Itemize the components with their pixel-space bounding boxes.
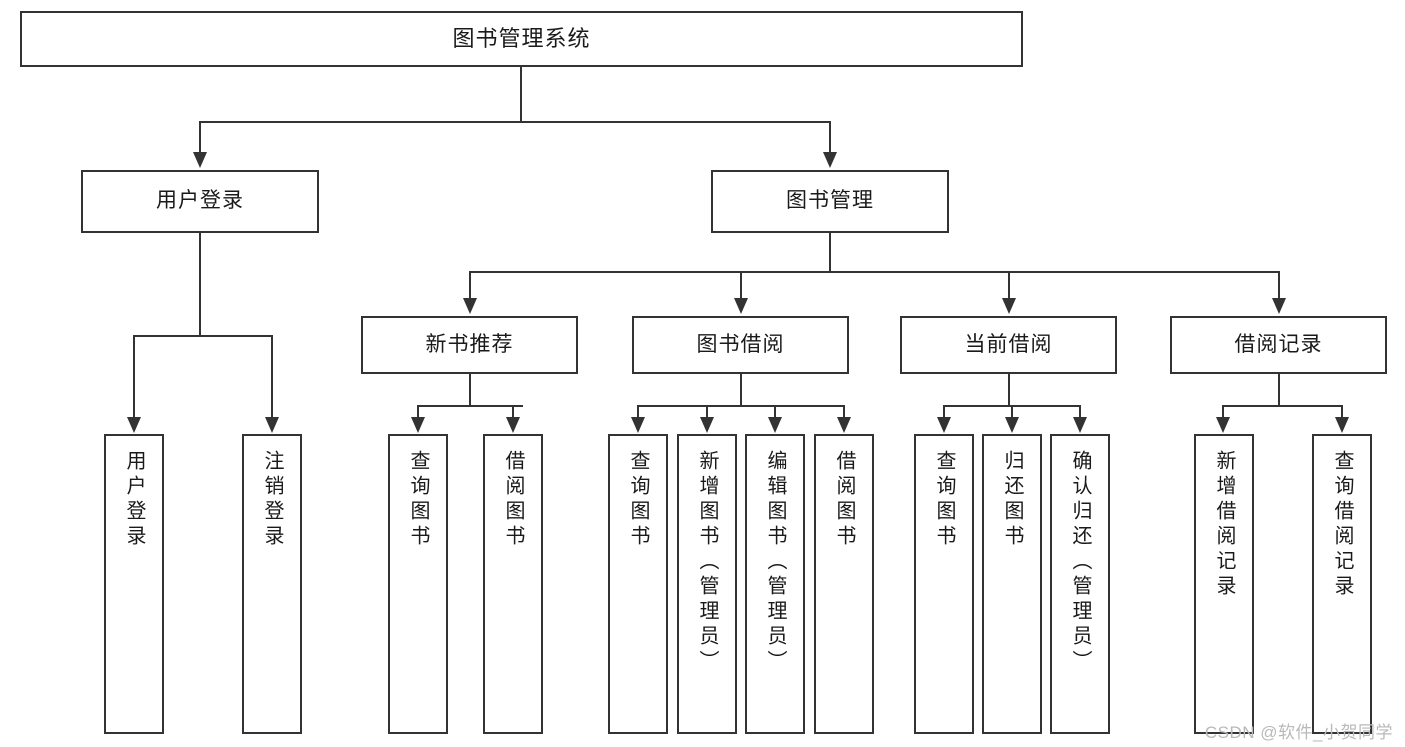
- node-borrow-record[interactable]: 借阅记录: [1170, 316, 1387, 374]
- connector-drop-br-leaf-2: [1341, 405, 1343, 419]
- connector-book-borrow-stem: [740, 374, 742, 406]
- connector-book-manage-stem: [829, 233, 831, 272]
- arrow-icon-cb-leaf-3: [1073, 417, 1087, 433]
- leaf-query-book-borrow[interactable]: 查询图书: [608, 434, 668, 734]
- leaf-query-book-recommend[interactable]: 查询图书: [388, 434, 448, 734]
- leaf-query-borrow-record[interactable]: 查询借阅记录: [1312, 434, 1372, 734]
- connector-drop-bb-leaf-1: [637, 405, 639, 419]
- node-label: 查询图书: [933, 450, 955, 550]
- connector-drop-nb-leaf-1: [417, 405, 419, 419]
- node-label: 编辑图书（管理员）: [764, 450, 786, 675]
- arrow-icon-leaf-user-login: [127, 417, 141, 433]
- node-label: 查询图书: [407, 450, 429, 550]
- node-label: 用户登录: [156, 189, 244, 213]
- node-new-book-recommend[interactable]: 新书推荐: [361, 316, 578, 374]
- arrow-icon-cb-leaf-1: [937, 417, 951, 433]
- connector-drop-bb-leaf-2: [706, 405, 708, 419]
- node-label: 新增借阅记录: [1213, 450, 1235, 600]
- leaf-borrow-book-recommend[interactable]: 借阅图书: [483, 434, 543, 734]
- arrow-icon-to-book-borrow: [734, 298, 748, 314]
- connector-drop-borrow-record: [1278, 271, 1280, 300]
- connector-drop-bb-leaf-3: [774, 405, 776, 419]
- leaf-query-book-current[interactable]: 查询图书: [914, 434, 974, 734]
- connector-level3-bar: [469, 271, 1279, 273]
- node-label: 新增图书（管理员）: [696, 450, 718, 675]
- leaf-return-book[interactable]: 归还图书: [982, 434, 1042, 734]
- node-label: 借阅图书: [833, 450, 855, 550]
- arrow-icon-bb-leaf-4: [837, 417, 851, 433]
- node-book-management[interactable]: 图书管理: [711, 170, 949, 233]
- node-book-borrow[interactable]: 图书借阅: [632, 316, 849, 374]
- node-label: 查询借阅记录: [1331, 450, 1353, 600]
- node-label: 借阅图书: [502, 450, 524, 550]
- arrow-icon-br-leaf-2: [1335, 417, 1349, 433]
- connector-drop-leaf-user-login: [133, 335, 135, 419]
- leaf-add-book-admin[interactable]: 新增图书（管理员）: [677, 434, 737, 734]
- arrow-icon-to-book-manage: [823, 152, 837, 168]
- node-label: 借阅记录: [1234, 332, 1323, 356]
- leaf-user-login[interactable]: 用户登录: [104, 434, 164, 734]
- arrow-icon-bb-leaf-3: [768, 417, 782, 433]
- arrow-icon-nb-leaf-2: [506, 417, 520, 433]
- node-label: 确认归还（管理员）: [1069, 450, 1091, 675]
- node-label: 注销登录: [261, 450, 283, 550]
- node-label: 图书管理: [786, 189, 874, 213]
- connector-drop-cb-leaf-3: [1079, 405, 1081, 419]
- connector-book-borrow-bar: [637, 405, 844, 407]
- arrow-icon-to-new-book: [463, 298, 477, 314]
- arrow-icon-leaf-logout: [265, 417, 279, 433]
- connector-drop-cb-leaf-1: [943, 405, 945, 419]
- connector-drop-current-borrow: [1008, 271, 1010, 300]
- arrow-icon-to-borrow-record: [1272, 298, 1286, 314]
- leaf-borrow-book[interactable]: 借阅图书: [814, 434, 874, 734]
- arrow-icon-to-current-borrow: [1002, 298, 1016, 314]
- connector-new-book-stem: [469, 374, 471, 406]
- arrow-icon-cb-leaf-2: [1005, 417, 1019, 433]
- arrow-icon-bb-leaf-1: [631, 417, 645, 433]
- connector-drop-user-login: [199, 121, 201, 154]
- connector-root-stem: [520, 67, 522, 122]
- leaf-add-borrow-record[interactable]: 新增借阅记录: [1194, 434, 1254, 734]
- connector-current-borrow-stem: [1008, 374, 1010, 406]
- node-label: 图书管理系统: [452, 26, 591, 52]
- connector-drop-cb-leaf-2: [1011, 405, 1013, 419]
- node-label: 当前借阅: [964, 332, 1053, 356]
- connector-drop-book-manage: [829, 121, 831, 154]
- connector-drop-leaf-logout: [271, 335, 273, 419]
- connector-drop-book-borrow: [740, 271, 742, 300]
- node-label: 新书推荐: [425, 332, 514, 356]
- connector-drop-bb-leaf-4: [843, 405, 845, 419]
- arrow-icon-to-user-login: [193, 152, 207, 168]
- arrow-icon-br-leaf-1: [1216, 417, 1230, 433]
- node-user-login[interactable]: 用户登录: [81, 170, 319, 233]
- connector-drop-nb-leaf-2: [512, 405, 514, 419]
- node-current-borrow[interactable]: 当前借阅: [900, 316, 1117, 374]
- leaf-edit-book-admin[interactable]: 编辑图书（管理员）: [745, 434, 805, 734]
- connector-user-login-bar: [133, 335, 272, 337]
- connector-level1-bar: [199, 121, 831, 123]
- node-label: 用户登录: [123, 450, 145, 550]
- node-label: 查询图书: [627, 450, 649, 550]
- connector-user-login-stem: [199, 233, 201, 336]
- leaf-confirm-return-admin[interactable]: 确认归还（管理员）: [1050, 434, 1110, 734]
- connector-borrow-record-stem: [1278, 374, 1280, 406]
- connector-drop-new-book: [469, 271, 471, 300]
- connector-borrow-record-bar: [1222, 405, 1342, 407]
- connector-new-book-bar: [417, 405, 523, 407]
- arrow-icon-bb-leaf-2: [700, 417, 714, 433]
- node-root-system[interactable]: 图书管理系统: [20, 11, 1023, 67]
- watermark-text: CSDN @软件_小贺同学: [1204, 723, 1393, 742]
- node-label: 图书借阅: [696, 332, 785, 356]
- arrow-icon-nb-leaf-1: [411, 417, 425, 433]
- connector-drop-br-leaf-1: [1222, 405, 1224, 419]
- leaf-logout[interactable]: 注销登录: [242, 434, 302, 734]
- node-label: 归还图书: [1001, 450, 1023, 550]
